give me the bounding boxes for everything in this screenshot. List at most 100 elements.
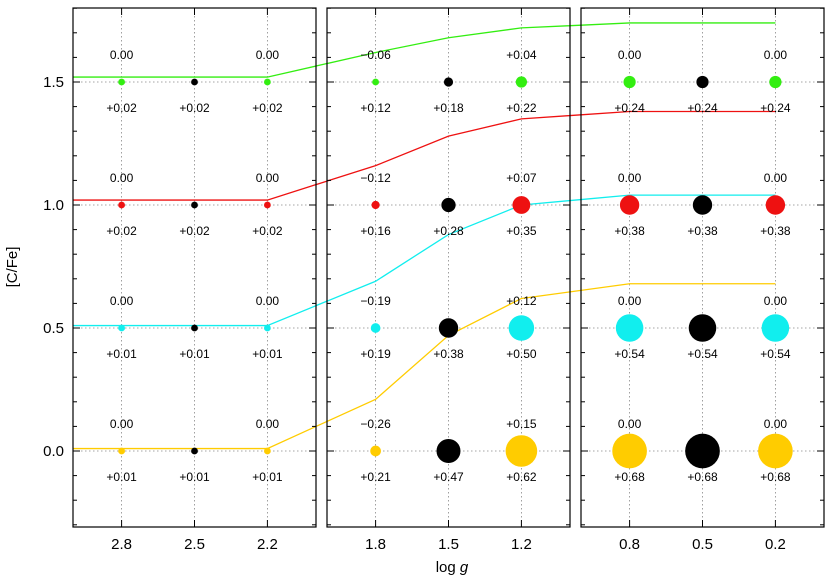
data-label-above: +0.15	[506, 417, 537, 431]
data-point	[441, 197, 456, 213]
series-curve	[581, 22, 776, 26]
y-axis-title: [C/Fe]	[4, 247, 21, 288]
data-point	[765, 195, 786, 215]
data-point	[623, 75, 636, 89]
series-curve-gap	[569, 24, 582, 27]
data-point	[508, 315, 535, 341]
y-tick-label: 0.5	[43, 320, 64, 337]
series-curve-clip	[581, 283, 776, 292]
data-point	[118, 78, 125, 86]
data-point	[118, 447, 125, 455]
data-labels: 0.00+0.02+0.020.00+0.02−0.06+0.12+0.18+0…	[106, 48, 790, 484]
data-point	[438, 318, 459, 338]
series-curve-group	[73, 194, 776, 327]
data-label-above: 0.00	[256, 171, 280, 185]
data-label-below: +0.38	[760, 224, 791, 238]
series-curve-gap	[315, 420, 328, 428]
series-curve-clip	[581, 110, 776, 116]
data-point	[685, 433, 720, 469]
series-curve-gap	[315, 180, 328, 186]
data-label-below: +0.21	[360, 470, 391, 484]
series-curve	[327, 114, 570, 182]
data-label-below: +0.68	[760, 470, 791, 484]
data-label-below: +0.01	[179, 470, 210, 484]
data-label-above: 0.00	[256, 294, 280, 308]
data-point	[191, 78, 198, 86]
data-label-above: 0.00	[110, 417, 134, 431]
data-point	[118, 201, 125, 209]
data-point	[191, 447, 198, 455]
data-point	[191, 201, 198, 209]
data-point	[443, 77, 454, 87]
data-label-below: +0.35	[506, 224, 537, 238]
series-curve-clip	[327, 114, 570, 182]
data-label-above: 0.00	[764, 417, 788, 431]
series-curve	[73, 183, 316, 201]
data-label-above: 0.00	[764, 294, 788, 308]
data-label-below: +0.18	[433, 101, 464, 115]
x-tick-label: 2.5	[184, 536, 205, 553]
series-curve	[581, 110, 776, 116]
data-label-below: +0.62	[506, 470, 537, 484]
x-tick-label: 0.8	[619, 536, 640, 553]
data-point	[505, 435, 538, 467]
series-curve	[73, 304, 316, 327]
data-label-below: +0.38	[433, 347, 464, 361]
data-label-below: +0.02	[106, 224, 137, 238]
data-label-above: 0.00	[618, 171, 642, 185]
data-point	[264, 324, 271, 332]
data-point	[761, 314, 790, 342]
curves	[73, 22, 776, 450]
y-tick-label: 1.0	[43, 197, 64, 214]
series-curve-gap	[569, 198, 582, 202]
data-label-above: −0.19	[360, 294, 391, 308]
data-label-below: +0.02	[252, 224, 283, 238]
data-label-below: +0.12	[360, 101, 391, 115]
data-point	[191, 324, 198, 332]
series-curve-gap	[315, 62, 328, 67]
data-point	[515, 76, 528, 88]
data-label-below: +0.68	[614, 470, 645, 484]
data-label-below: +0.38	[687, 224, 718, 238]
data-point	[512, 196, 531, 214]
x-axis-title-variable: g	[460, 559, 469, 576]
data-label-below: +0.22	[506, 101, 537, 115]
data-point	[370, 445, 381, 457]
series-curve-clip	[581, 194, 776, 201]
points	[118, 75, 793, 469]
data-label-below: +0.02	[179, 224, 210, 238]
series-curve	[581, 194, 776, 201]
data-label-below: +0.54	[687, 347, 718, 361]
data-label-above: 0.00	[256, 417, 280, 431]
data-label-below: +0.24	[687, 101, 718, 115]
data-point	[264, 201, 271, 209]
data-label-below: +0.54	[614, 347, 645, 361]
data-point	[758, 433, 793, 469]
data-label-below: +0.01	[106, 347, 137, 361]
series-curve-gap	[569, 114, 582, 117]
data-label-above: +0.04	[506, 48, 537, 62]
x-tick-label: 2.8	[111, 536, 132, 553]
data-label-above: +0.07	[506, 171, 537, 185]
data-label-above: 0.00	[256, 48, 280, 62]
series-curve-clip	[73, 65, 316, 78]
data-label-below: +0.02	[106, 101, 137, 115]
series-curve	[327, 291, 570, 423]
series-curve-gap	[315, 300, 328, 307]
data-label-below: +0.47	[433, 470, 464, 484]
series-curve-clip	[581, 22, 776, 26]
data-point	[688, 314, 717, 342]
data-label-below: +0.01	[252, 470, 283, 484]
series-curve	[327, 199, 570, 302]
data-label-below: +0.01	[106, 470, 137, 484]
x-tick-label: 0.2	[765, 536, 786, 553]
data-label-above: 0.00	[618, 48, 642, 62]
data-label-below: +0.24	[760, 101, 791, 115]
x-tick-label: 1.8	[365, 536, 386, 553]
series-curve-clip	[327, 25, 570, 65]
data-point	[769, 75, 782, 89]
series-curve-clip	[327, 199, 570, 302]
data-label-above: −0.26	[360, 417, 391, 431]
